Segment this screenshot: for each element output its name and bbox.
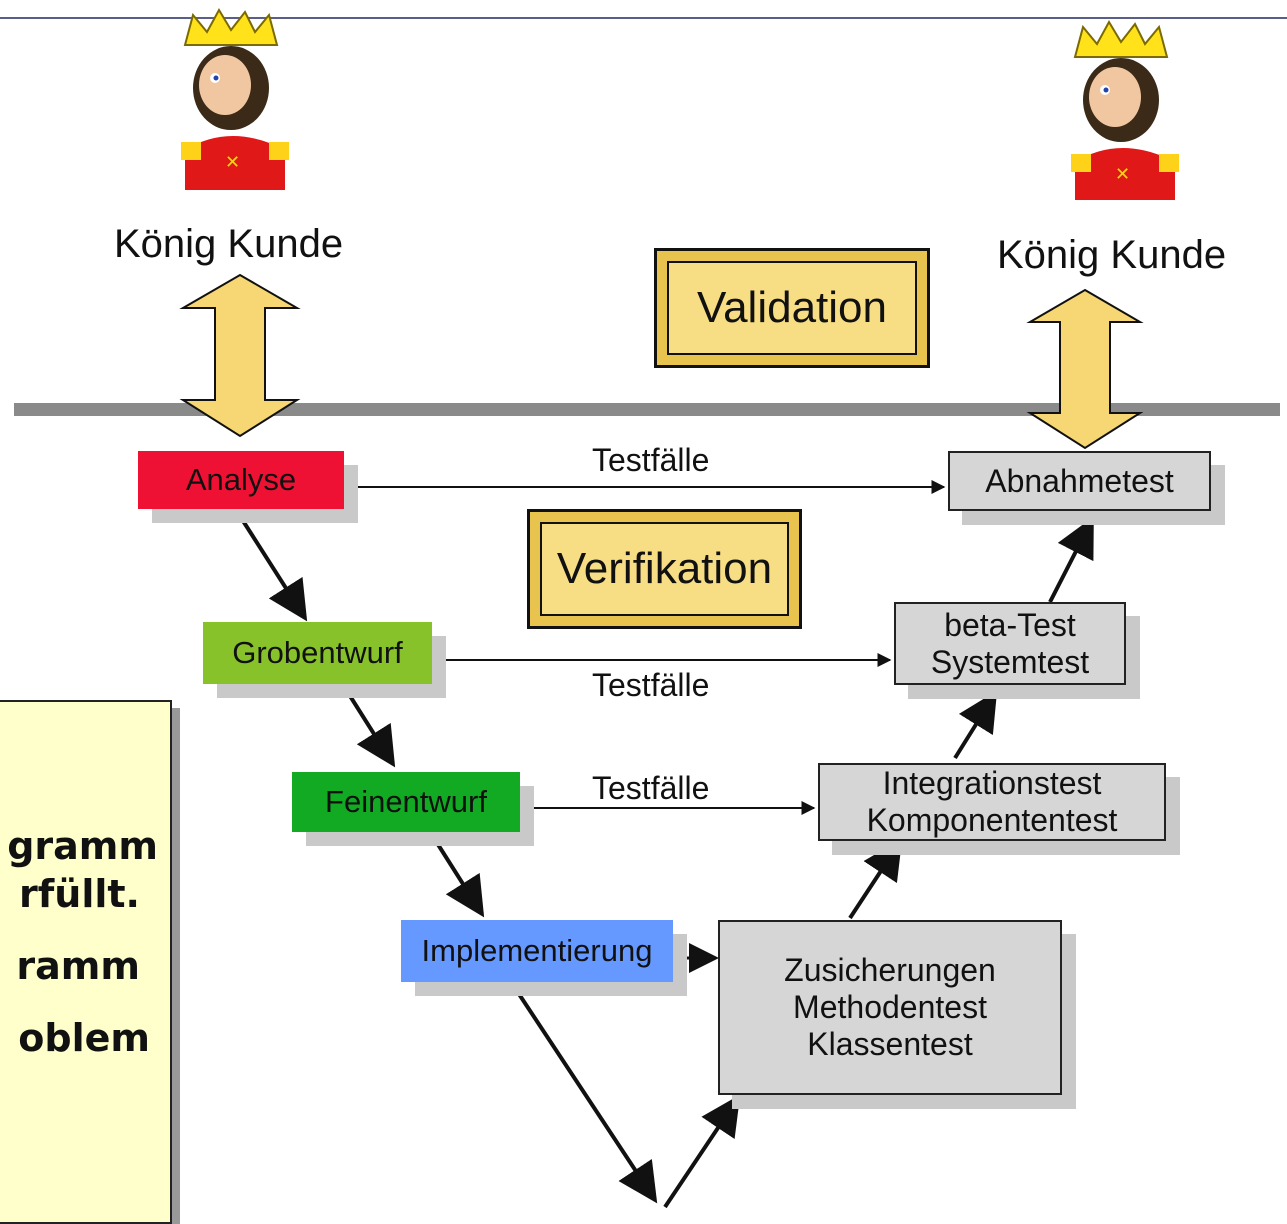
test-systemtest: beta-Test Systemtest xyxy=(894,602,1126,685)
phase-analyse: Analyse xyxy=(138,451,344,509)
arrow-integration-system xyxy=(953,690,998,760)
testfaelle-label-1: Testfälle xyxy=(592,442,710,478)
testfaelle-label-2: Testfälle xyxy=(592,667,710,703)
abnahmetest-line: Abnahmetest xyxy=(985,462,1174,499)
arrow-grob-fein xyxy=(343,686,396,768)
note-line-2: rfüllt. xyxy=(19,872,140,916)
note-line-1: gramm xyxy=(7,824,158,868)
unittest-line-3: Klassentest xyxy=(807,1025,973,1062)
svg-text:✕: ✕ xyxy=(225,152,240,173)
note-line-4: oblem xyxy=(18,1016,150,1060)
validation-label: Validation xyxy=(697,283,887,332)
systemtest-line-2: Systemtest xyxy=(930,643,1090,680)
phase-feinentwurf: Feinentwurf xyxy=(292,772,520,832)
customer-label-right: König Kunde xyxy=(997,233,1227,277)
arrow-bottom-unit xyxy=(663,1094,741,1209)
double-arrow-left xyxy=(179,273,301,438)
customer-label-left: König Kunde xyxy=(114,222,344,266)
note-panel: gramm rfüllt. ramm oblem xyxy=(0,700,172,1224)
svg-text:✕: ✕ xyxy=(1115,164,1130,185)
verification-label: Verifikation xyxy=(556,544,773,593)
unittest-line-1: Zusicherungen xyxy=(784,952,996,989)
note-line-3: ramm xyxy=(16,944,140,988)
phase-grobentwurf: Grobentwurf xyxy=(203,622,432,684)
unittest-line-2: Methodentest xyxy=(793,989,987,1026)
king-icon-right: ✕ xyxy=(1071,19,1179,200)
integrationstest-line-1: Integrationstest xyxy=(882,765,1102,802)
test-integrationstest: Integrationstest Komponententest xyxy=(818,763,1166,841)
king-icon-left: ✕ xyxy=(181,7,289,190)
arrow-impl-bottom xyxy=(511,983,658,1204)
verification-badge: Verifikation xyxy=(527,509,802,629)
double-arrow-right xyxy=(1026,288,1144,450)
phase-implementierung: Implementierung xyxy=(401,920,673,982)
integrationstest-line-2: Komponententest xyxy=(866,802,1118,838)
test-abnahmetest: Abnahmetest xyxy=(948,451,1211,511)
arrow-system-abnahme xyxy=(1048,516,1094,603)
testfaelle-label-3: Testfälle xyxy=(592,770,710,806)
arrow-fein-impl xyxy=(430,833,485,918)
validation-badge: Validation xyxy=(654,248,930,368)
separator-bar xyxy=(14,403,1280,416)
systemtest-line-1: beta-Test xyxy=(944,606,1076,643)
arrow-analyse-grob xyxy=(236,511,308,622)
test-unittest: Zusicherungen Methodentest Klassentest xyxy=(718,920,1062,1095)
arrow-unit-integration xyxy=(848,838,903,920)
